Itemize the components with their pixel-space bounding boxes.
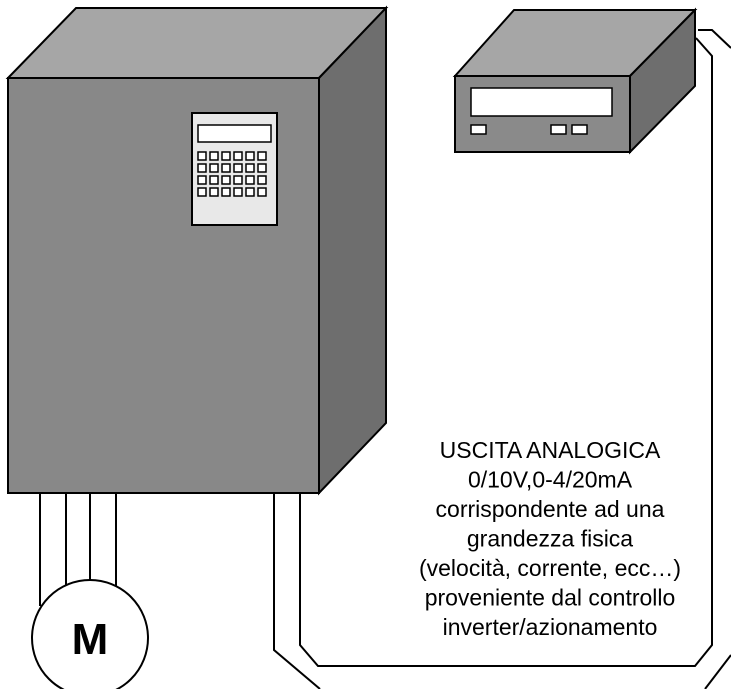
keypad-key [233,175,243,185]
keypad-key [233,163,243,173]
keypad-key [245,163,255,173]
keypad-key [257,151,267,161]
keypad-key [197,187,207,197]
motor-label: M [72,615,109,664]
keypad-key [197,151,207,161]
keypad-key [245,175,255,185]
keypad-key [245,187,255,197]
analog-output-line: grandezza fisica [467,526,633,552]
keypad-key [257,187,267,197]
keypad-key [233,187,243,197]
inverter-cabinet [5,5,389,496]
analog-output-line: (velocità, corrente, ecc…) [419,555,681,581]
keypad-key [209,163,219,173]
keypad-key [221,163,231,173]
keypad-key [245,151,255,161]
keypad-key [209,151,219,161]
keypad-key [221,187,231,197]
keypad-key [221,151,231,161]
keypad-key [257,163,267,173]
keypad-key [221,175,231,185]
display-unit-button [571,124,588,135]
analog-output-cable [273,29,731,689]
cabinet-side [318,5,387,496]
keypad-key [209,187,219,197]
keypad-buttons [197,151,267,197]
analog-output-line: corrispondente ad una [436,496,665,522]
keypad-key [209,175,219,185]
keypad-key [233,151,243,161]
keypad-display [197,124,272,143]
display-unit-button [470,124,487,135]
keypad-key [197,175,207,185]
analog-output-line: 0/10V,0-4/20mA [468,467,633,493]
analog-output-line: USCITA ANALOGICA [440,437,661,463]
motor: M [31,579,149,689]
analog-output-description: USCITA ANALOGICA 0/10V,0-4/20mA corrispond… [419,437,681,640]
keypad-key [257,175,267,185]
motor-symbol [31,579,149,689]
display-unit-screen [470,87,613,117]
keypad-key [197,163,207,173]
keypad [191,112,278,226]
analog-output-line: proveniente dal controllo [425,585,676,611]
display-unit-button [550,124,567,135]
remote-display-unit [452,7,698,155]
analog-output-line: inverter/azionamento [443,614,658,640]
